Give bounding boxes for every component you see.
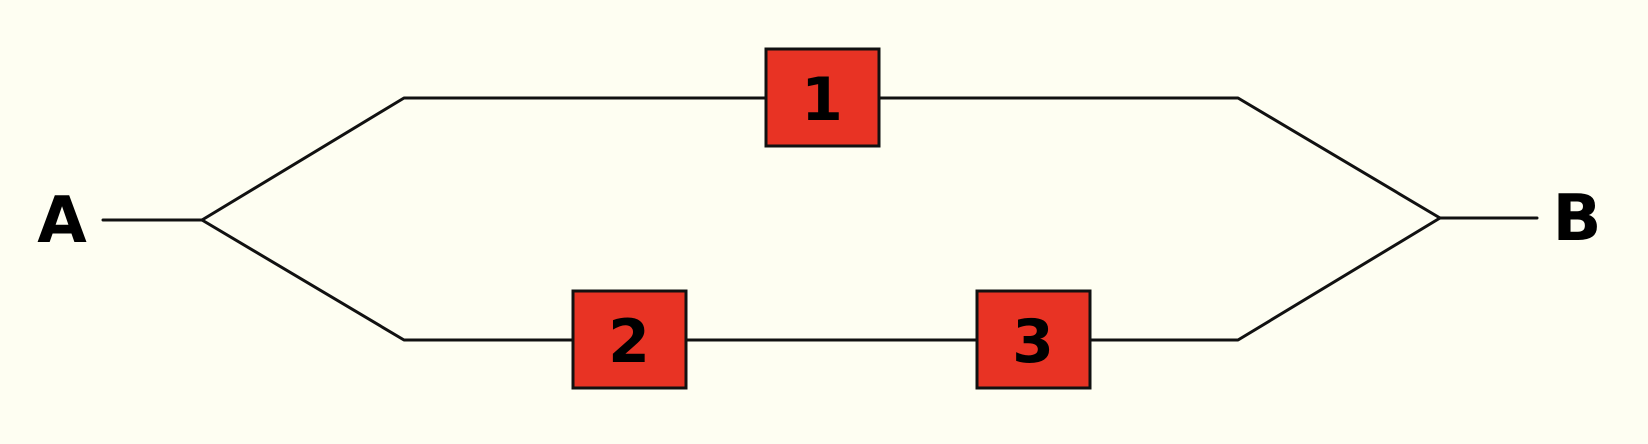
terminal-b-label: B xyxy=(1553,182,1602,256)
terminal-a-label: A xyxy=(37,184,87,258)
wire-upper-branch-left xyxy=(200,96,768,222)
component-1-label: 1 xyxy=(801,65,843,135)
component-3-box xyxy=(975,289,1092,390)
component-1-box xyxy=(764,47,881,148)
component-3: 3 xyxy=(975,289,1092,390)
wire-lower-branch-right xyxy=(1088,216,1442,342)
component-2-box xyxy=(571,289,688,390)
component-2: 2 xyxy=(571,289,688,390)
wire-upper-branch-right xyxy=(877,96,1442,220)
wire-lower-branch-left xyxy=(200,218,575,342)
component-2-label: 2 xyxy=(608,307,650,377)
component-3-label: 3 xyxy=(1012,307,1054,377)
component-1: 1 xyxy=(764,47,881,148)
